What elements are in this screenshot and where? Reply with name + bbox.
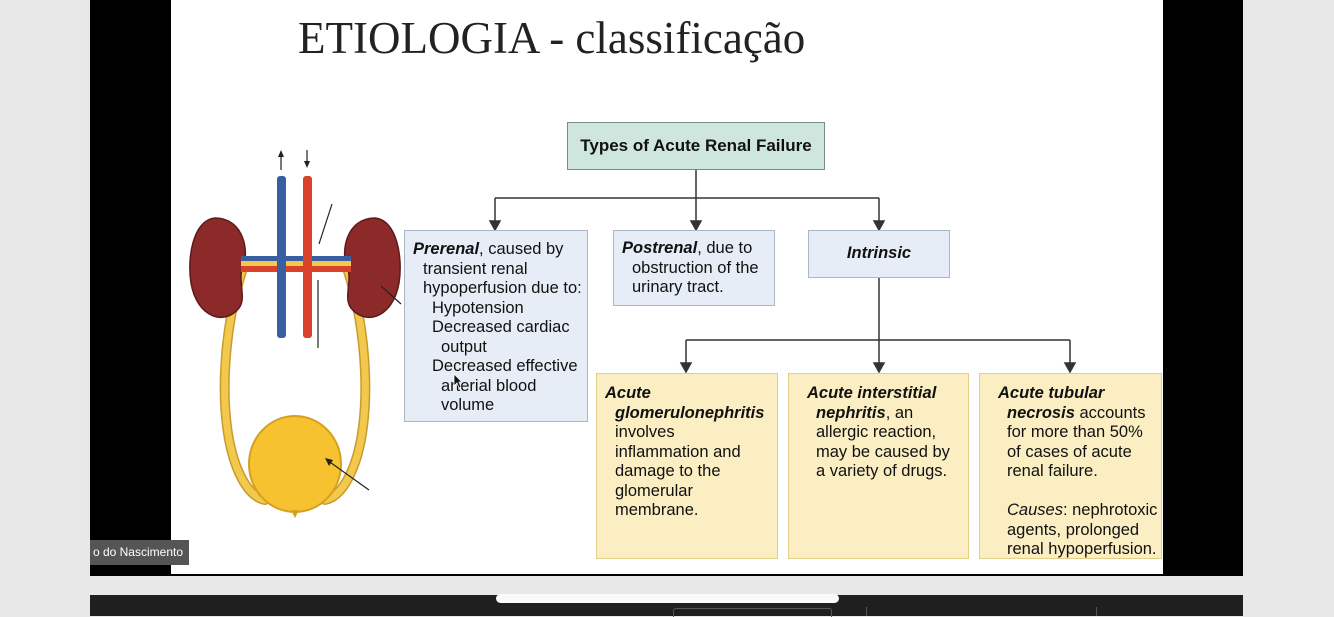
glomerulonephritis-term: Acute — [605, 384, 651, 402]
prerenal-line: arterial blood — [441, 376, 537, 395]
tubular-line: for more than 50% — [1007, 423, 1143, 441]
control-divider — [1096, 607, 1097, 616]
interstitial-term: nephritis — [816, 403, 886, 422]
interstitial-line: may be caused by — [816, 442, 950, 461]
prerenal-line: output — [441, 337, 487, 356]
tubular-term: necrosis — [1007, 403, 1075, 422]
presentation-slide: ETIOLOGIA - classificação — [171, 0, 1163, 574]
interstitial-line: , an — [885, 403, 914, 422]
intrinsic-term: Intrinsic — [846, 244, 912, 263]
prerenal-line: Hypotension — [432, 298, 524, 317]
postrenal-line: , due to — [697, 239, 753, 257]
control-button[interactable] — [673, 608, 832, 617]
glomerulonephritis-line: membrane. — [615, 501, 699, 519]
tubular-term: Acute tubular — [998, 384, 1105, 402]
participant-name-tag: o do Nascimento — [90, 540, 189, 565]
participant-name: o do Nascimento — [92, 545, 183, 559]
glomerulonephritis-line: involves — [615, 423, 675, 441]
interstitial-line: allergic reaction, — [816, 423, 937, 441]
prerenal-term: Prerenal — [413, 240, 480, 258]
glomerulonephritis-term: glomerulonephritis — [615, 403, 765, 422]
slide-title: ETIOLOGIA - classificação — [298, 13, 806, 63]
kidney-illustration — [189, 150, 402, 518]
prerenal-line: Decreased cardiac — [432, 318, 570, 336]
intrinsic-box: Intrinsic — [808, 230, 950, 278]
glomerulonephritis-line: glomerular — [615, 481, 693, 500]
postrenal-line: urinary tract. — [632, 278, 724, 296]
tubular-line: renal failure. — [1007, 462, 1098, 480]
meeting-control-bar — [90, 595, 1243, 616]
postrenal-term: Postrenal — [622, 239, 698, 257]
glomerulonephritis-line: damage to the — [615, 462, 721, 480]
interstitial-line: a variety of drugs. — [816, 462, 948, 480]
prerenal-line: , caused by — [479, 240, 564, 258]
tubular-causes-line: agents, prolonged — [1007, 520, 1140, 539]
prerenal-line: transient renal — [423, 259, 528, 278]
prerenal-line: Decreased effective — [432, 357, 578, 375]
tubular-causes-line: : nephrotoxic — [1062, 501, 1158, 519]
glomerulonephritis-line: inflammation and — [615, 442, 741, 461]
root-label: Types of Acute Renal Failure — [580, 136, 812, 156]
root-box: Types of Acute Renal Failure — [567, 122, 825, 170]
diagram-connectors — [488, 170, 1077, 374]
glomerulonephritis-box: Acute glomerulonephritis involves inflam… — [596, 373, 778, 559]
tubular-causes-label: Causes — [1007, 501, 1063, 519]
interstitial-box: Acute interstitial nephritis, an allergi… — [788, 373, 969, 559]
tubular-line: of cases of acute — [1007, 442, 1132, 461]
tubular-causes-line: renal hypoperfusion. — [1007, 540, 1157, 558]
tubular-box: Acute tubular necrosis accounts for more… — [979, 373, 1162, 559]
postrenal-line: obstruction of the — [632, 258, 759, 277]
prerenal-line: volume — [441, 396, 495, 414]
tubular-line: accounts — [1074, 403, 1146, 422]
prerenal-box: Prerenal, caused by transient renal hypo… — [404, 230, 588, 422]
interstitial-term: Acute interstitial — [807, 384, 937, 402]
control-divider — [866, 607, 867, 616]
scroll-handle[interactable] — [496, 594, 839, 603]
prerenal-line: hypoperfusion due to: — [423, 279, 582, 297]
postrenal-box: Postrenal, due to obstruction of the uri… — [613, 230, 775, 306]
cursor-icon — [453, 373, 463, 389]
